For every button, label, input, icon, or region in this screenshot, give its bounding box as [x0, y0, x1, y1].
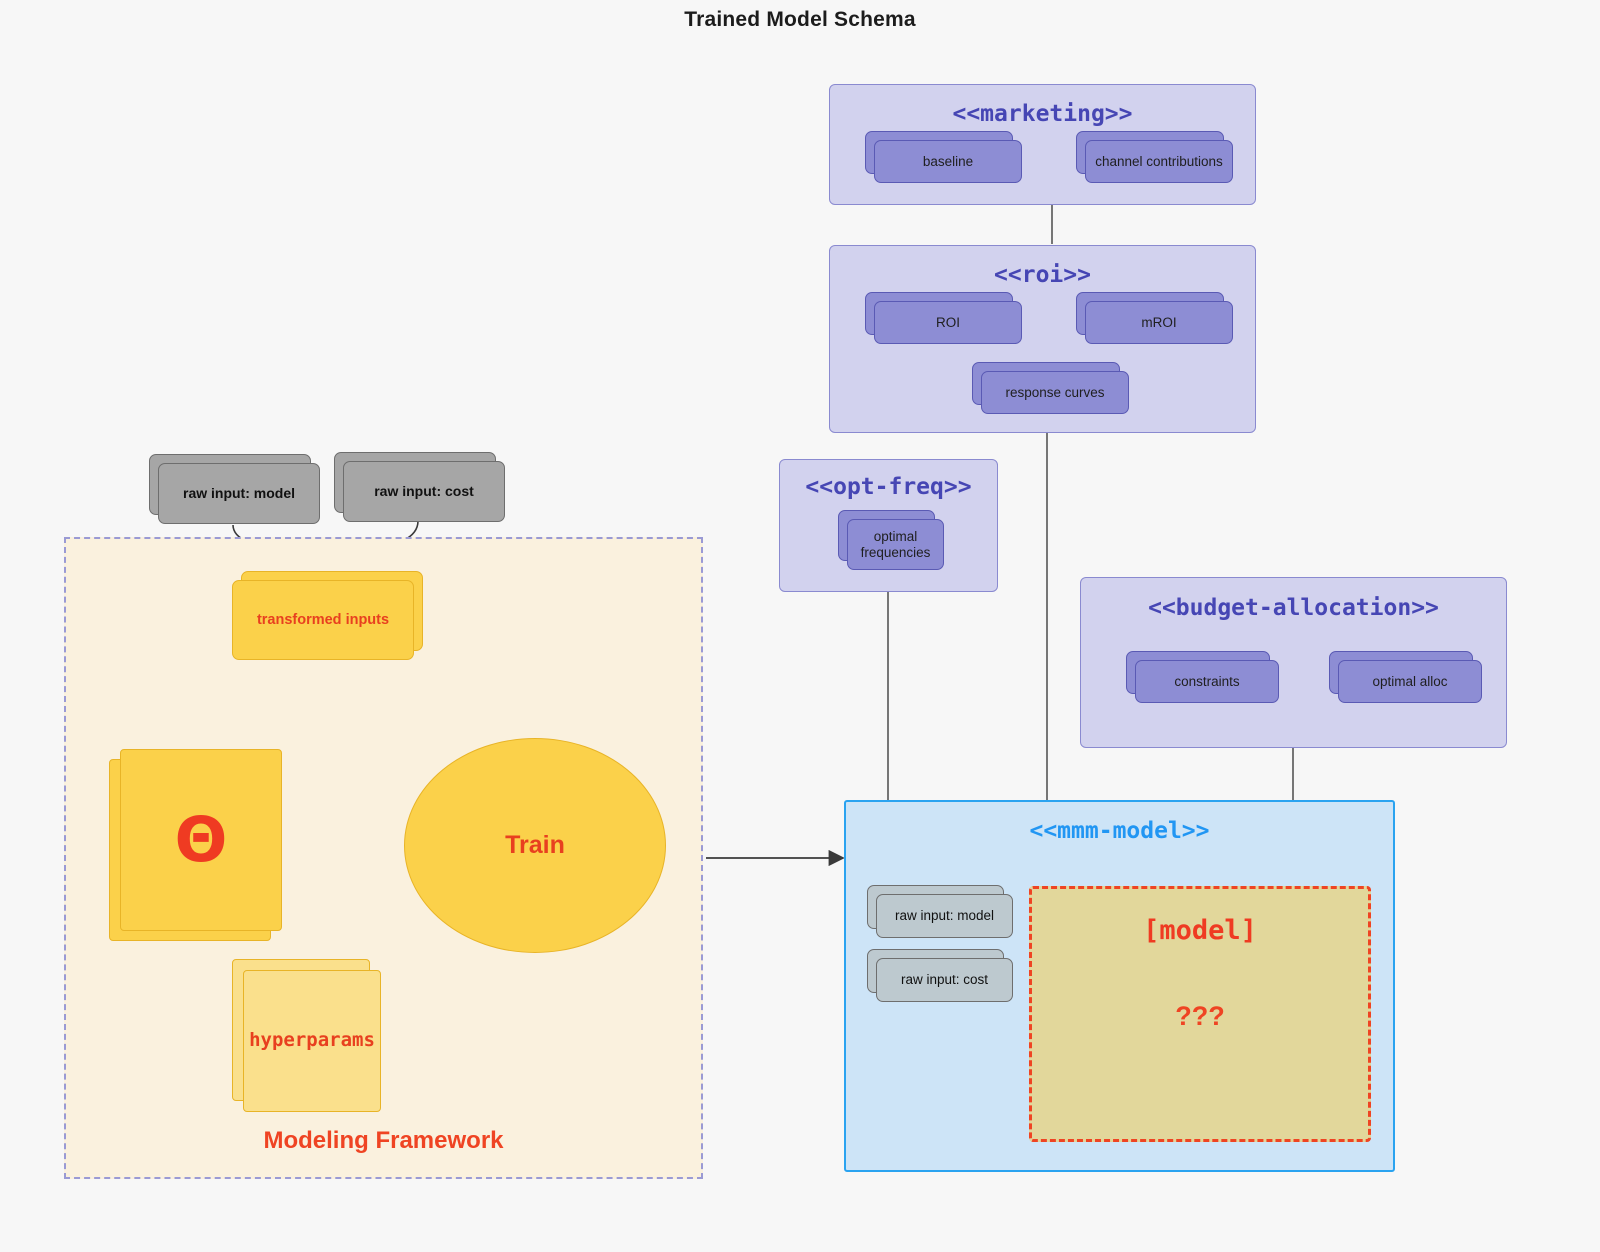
- node-card: [1338, 660, 1482, 703]
- package-budget-allocation-title: <<budget-allocation>>: [1148, 595, 1439, 621]
- node-card: [876, 894, 1013, 938]
- node-constraints[interactable]: constraints: [1126, 651, 1279, 703]
- node-label: optimal frequencies: [860, 528, 931, 560]
- package-opt-freq[interactable]: <<opt-freq>> optimal frequencies: [779, 459, 998, 592]
- node-response-curves[interactable]: response curves: [972, 362, 1129, 414]
- node-card: [1135, 660, 1279, 703]
- model-placeholder-unknown: ???: [1175, 1001, 1225, 1031]
- train-label: Train: [505, 831, 565, 859]
- node-raw-input-cost-inner[interactable]: raw input: cost: [867, 949, 1013, 1002]
- node-channel-contributions[interactable]: channel contributions: [1076, 131, 1233, 183]
- node-label: optimal alloc: [1372, 673, 1448, 689]
- model-placeholder-name: [model]: [1143, 915, 1257, 946]
- node-raw-input-model-inner[interactable]: raw input: model: [867, 885, 1013, 938]
- node-theta[interactable]: Θ: [109, 749, 282, 941]
- node-card: [874, 140, 1022, 183]
- node-label: response curves: [1005, 384, 1105, 400]
- node-mroi[interactable]: mROI: [1076, 292, 1233, 344]
- node-card: [343, 461, 505, 522]
- node-baseline[interactable]: baseline: [865, 131, 1022, 183]
- package-mmm-model[interactable]: <<mmm-model>> raw input: model raw input…: [844, 800, 1395, 1172]
- node-card: [874, 301, 1022, 344]
- model-placeholder-box[interactable]: [model] ???: [1029, 886, 1371, 1142]
- package-marketing-title: <<marketing>>: [952, 101, 1133, 127]
- node-label: channel contributions: [1095, 153, 1223, 169]
- node-transformed-inputs[interactable]: transformed inputs: [232, 571, 423, 660]
- node-card: [120, 749, 282, 931]
- node-card: [158, 463, 320, 524]
- node-label: ROI: [935, 314, 960, 330]
- package-mmm-model-title: <<mmm-model>>: [1029, 818, 1210, 844]
- node-raw-input-cost[interactable]: raw input: cost: [334, 452, 505, 522]
- node-label: Θ: [174, 803, 228, 877]
- node-raw-input-model[interactable]: raw input: model: [149, 454, 320, 524]
- package-budget-allocation[interactable]: <<budget-allocation>> constraints optima…: [1080, 577, 1507, 748]
- node-label: constraints: [1174, 673, 1240, 689]
- node-label: transformed inputs: [256, 611, 390, 628]
- node-card: [981, 371, 1129, 414]
- node-card: [232, 580, 414, 660]
- package-roi[interactable]: <<roi>> ROI mROI response curves: [829, 245, 1256, 433]
- package-roi-title: <<roi>>: [994, 262, 1091, 288]
- node-card: [243, 970, 381, 1112]
- page-title: Trained Model Schema: [684, 8, 916, 31]
- node-optimal-alloc[interactable]: optimal alloc: [1329, 651, 1482, 703]
- node-label: raw input: cost: [374, 483, 474, 500]
- package-marketing[interactable]: <<marketing>> baseline channel contribut…: [829, 84, 1256, 205]
- node-card: [876, 958, 1013, 1002]
- node-hyperparams[interactable]: hyperparams: [232, 959, 381, 1112]
- node-label: raw input: cost: [900, 972, 989, 988]
- node-label: raw input: model: [183, 485, 295, 502]
- modeling-framework-label: Modeling Framework: [263, 1127, 504, 1154]
- node-label: mROI: [1141, 314, 1177, 330]
- node-card: [1085, 301, 1233, 344]
- node-label: baseline: [922, 153, 974, 169]
- node-label: raw input: model: [894, 908, 995, 924]
- train-node[interactable]: Train: [404, 738, 666, 953]
- node-card: [1085, 140, 1233, 183]
- node-roi[interactable]: ROI: [865, 292, 1022, 344]
- package-opt-freq-title: <<opt-freq>>: [805, 474, 972, 500]
- node-optimal-frequencies[interactable]: optimal frequencies: [838, 510, 944, 570]
- node-card: [847, 519, 944, 570]
- node-label: hyperparams: [249, 1029, 375, 1052]
